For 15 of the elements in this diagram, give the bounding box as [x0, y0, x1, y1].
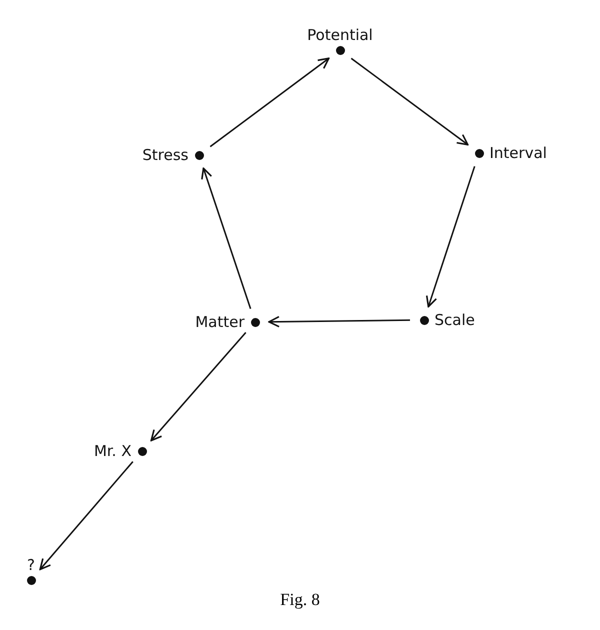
arrow	[39, 461, 134, 570]
node-label: Matter	[195, 313, 244, 331]
node-label: Scale	[434, 311, 475, 329]
node-label: ?	[27, 556, 35, 574]
node-label: Potential	[307, 26, 373, 44]
node-label: Stress	[142, 146, 188, 164]
arrow	[150, 332, 246, 442]
figure-caption: Fig. 8	[280, 590, 320, 610]
arrow	[201, 167, 252, 309]
node-label: Interval	[490, 144, 547, 162]
arrow	[426, 166, 476, 308]
arrow	[268, 316, 410, 328]
arrow	[350, 58, 469, 146]
node-label: Mr. X	[94, 442, 132, 460]
arrow	[210, 58, 330, 148]
